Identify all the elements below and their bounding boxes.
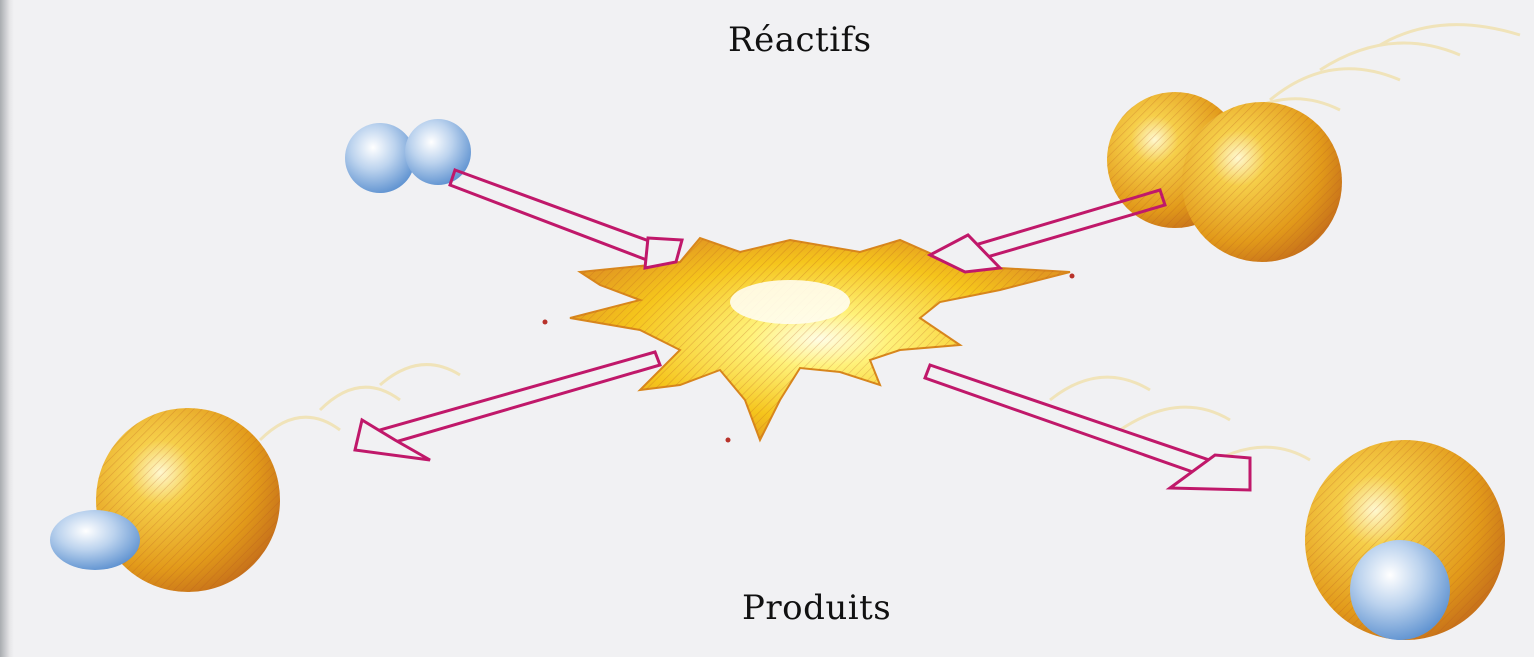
products-label: Produits <box>742 588 891 628</box>
arrow-reactant-left <box>450 170 660 262</box>
product-molecule-left <box>50 408 280 592</box>
arrow-product-right <box>925 365 1215 478</box>
product-molecule-right <box>1305 440 1505 640</box>
reactants-label: Réactifs <box>728 20 872 60</box>
reactant-gold-molecule <box>1107 92 1342 262</box>
arrow-product-right-head <box>1170 455 1250 490</box>
